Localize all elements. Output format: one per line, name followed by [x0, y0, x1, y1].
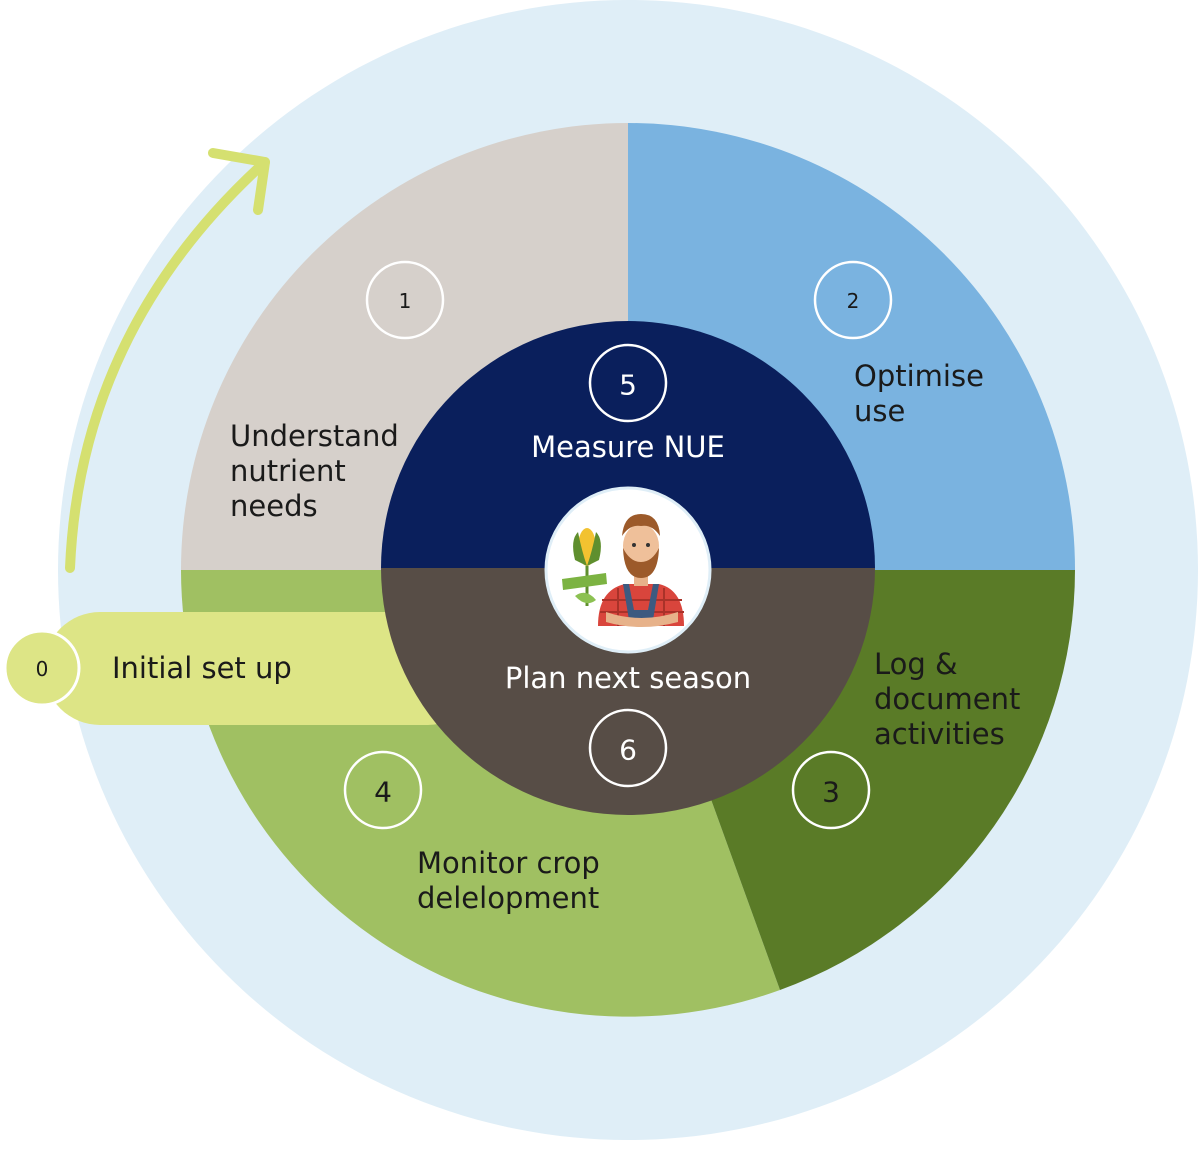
step-4-label-line: Monitor crop	[417, 846, 600, 880]
step-2-badge	[813, 260, 893, 340]
inner-top-half	[381, 321, 875, 568]
step-1-badge	[365, 260, 445, 340]
step-4-number: 4	[374, 776, 392, 809]
step-6-label: Plan next season	[505, 661, 751, 695]
step-4-label: Monitor crop delelopment	[417, 846, 609, 915]
step-3-label-line: document	[874, 682, 1020, 716]
step-6-number: 6	[619, 734, 637, 767]
step-4-label-line: delelopment	[417, 881, 599, 915]
step-1-label-line: needs	[230, 489, 318, 523]
step-4-badge	[343, 750, 423, 830]
step-3-number: 3	[822, 776, 840, 809]
step-0-number: 0	[36, 657, 49, 681]
step-3-badge	[791, 750, 871, 830]
cycle-arrowhead-icon	[208, 148, 270, 215]
step-1-label-line: nutrient	[230, 454, 346, 488]
step-3-label-line: Log &	[874, 647, 958, 681]
step-1-number: 1	[399, 289, 412, 313]
setup-band	[44, 612, 484, 725]
step-2-label-line: use	[854, 394, 905, 428]
step-3-label-line: activities	[874, 717, 1005, 751]
step-5-label: Measure NUE	[531, 430, 725, 464]
step-2-label-line: Optimise	[854, 359, 984, 393]
step-1-label: Understand nutrient needs	[230, 419, 408, 523]
step-5-number: 5	[619, 369, 637, 402]
step-0-badge	[3, 629, 81, 707]
step-1-label-line: Understand	[230, 419, 399, 453]
farmer-with-corn-icon	[562, 514, 684, 627]
step-3-label: Log & document activities	[874, 647, 1030, 751]
cycle-arrow	[65, 157, 270, 573]
inner-bottom-half	[381, 568, 875, 815]
step-5-badge	[588, 343, 668, 423]
step-2-number: 2	[847, 289, 860, 313]
step-0-label: Initial set up	[112, 651, 292, 685]
step-6-badge	[588, 708, 668, 788]
step-2-label: Optimise use	[854, 359, 993, 428]
